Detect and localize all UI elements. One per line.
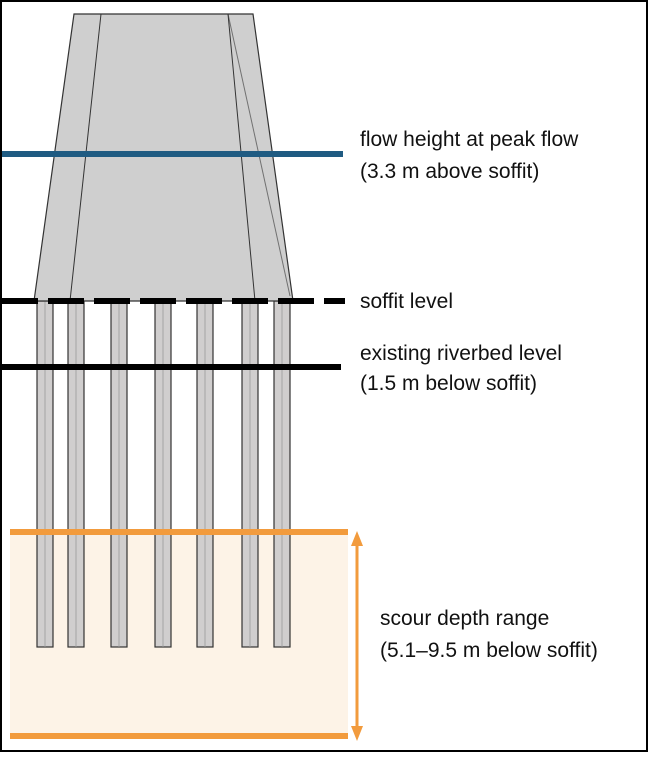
pile-group — [36, 300, 291, 648]
flow-height-label: flow height at peak flow — [360, 128, 579, 151]
scour-range-arrow — [351, 531, 363, 741]
pier-edge-right — [227, 13, 256, 302]
soffit-level-label: soffit level — [360, 290, 453, 313]
pier-body — [33, 13, 294, 302]
riverbed-level-value: (1.5 m below soffit) — [360, 372, 537, 395]
scour-zone — [10, 533, 348, 736]
flow-height-value: (3.3 m above soffit) — [360, 160, 539, 183]
scour-depth-value: (5.1–9.5 m below soffit) — [380, 639, 598, 662]
pier-edge-left — [69, 13, 102, 302]
riverbed-level-label: existing riverbed level — [360, 342, 562, 365]
scour-depth-label: scour depth range — [380, 607, 549, 630]
